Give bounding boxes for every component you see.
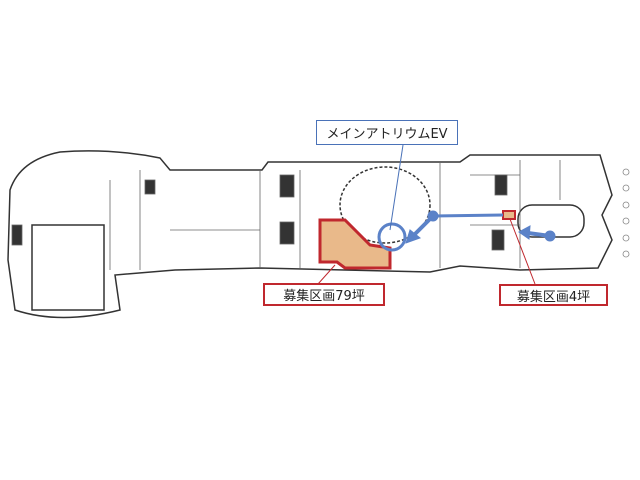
recruit-area-79[interactable] (318, 218, 392, 270)
main-atrium-ev-marker (377, 222, 407, 252)
main-atrium-ev-label: メインアトリウムEV (316, 120, 458, 145)
leader-lines (317, 144, 536, 285)
interior-walls (11, 160, 561, 270)
recruit-area-4[interactable] (502, 210, 516, 220)
recruit-area-4-label: 募集区画4坪 (499, 284, 608, 306)
route-arrows (405, 210, 556, 244)
building-outline (7, 150, 613, 319)
recruit-area-79-label: 募集区画79坪 (263, 283, 385, 306)
column-markers (622, 168, 630, 258)
